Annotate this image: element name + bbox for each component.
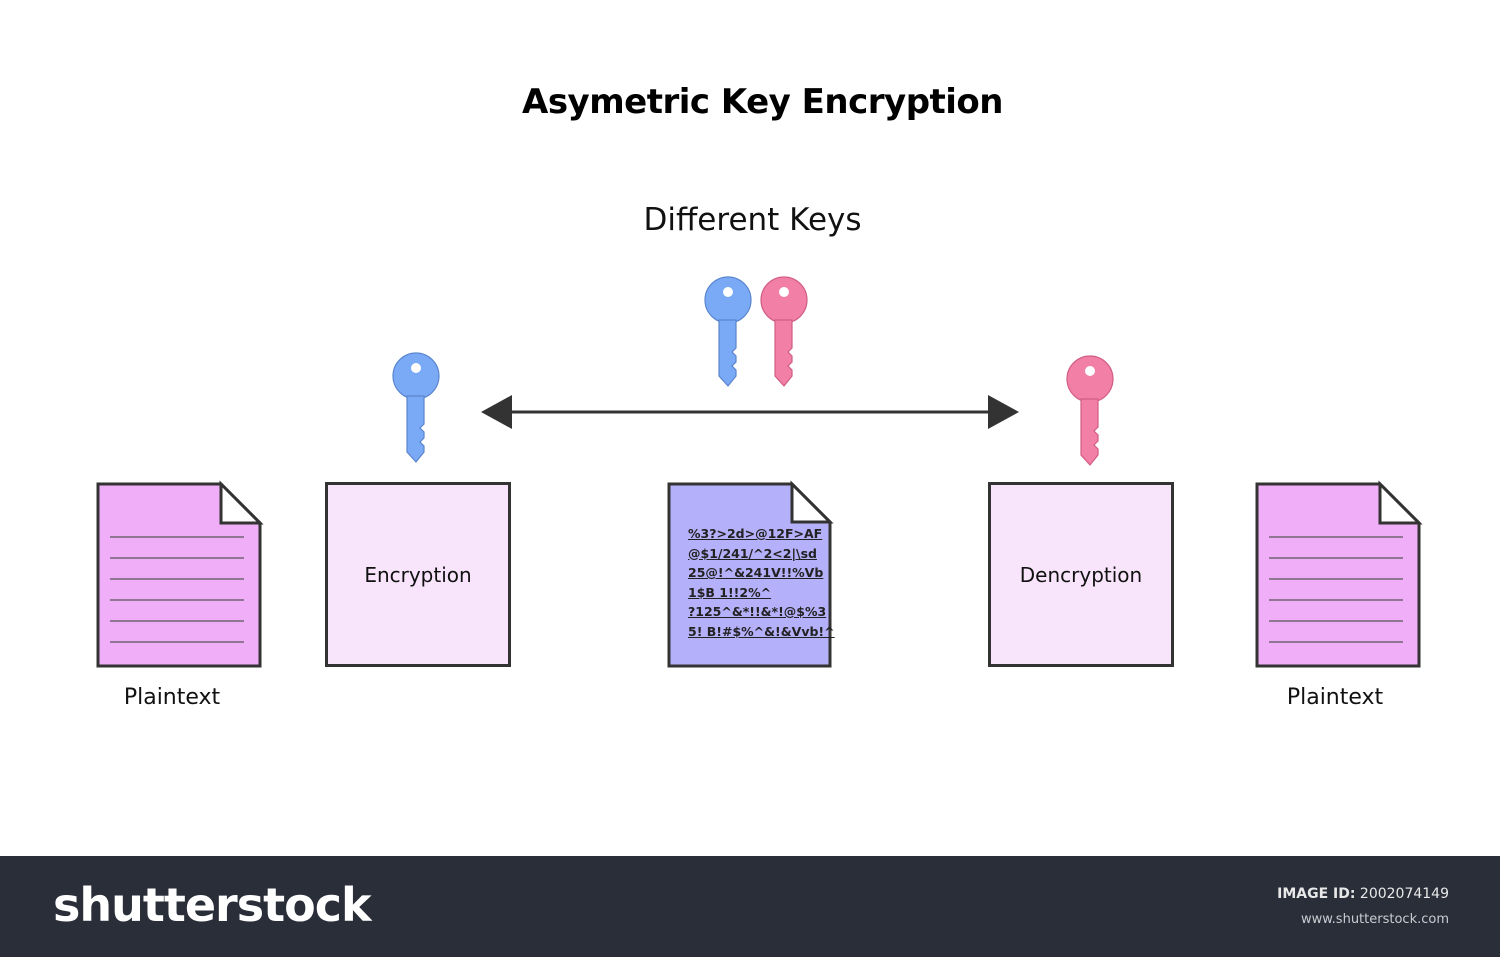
diagram-canvas: Asymetric Key Encryption Different Keys xyxy=(96,82,1423,710)
image-id-label: IMAGE ID: xyxy=(1277,886,1356,902)
plaintext-document-right xyxy=(1255,480,1423,668)
brand-logo: shutterstock xyxy=(53,878,372,932)
text-lines xyxy=(110,536,244,643)
ciphertext-line: 5! B!#$%^&!&Vvb!^ xyxy=(688,623,835,639)
image-id: IMAGE ID: 2002074149 xyxy=(1277,886,1449,902)
footer-bar: shutterstock IMAGE ID: 2002074149 www.sh… xyxy=(0,856,1500,957)
page-fold xyxy=(790,480,834,524)
encryption-label: Encryption xyxy=(364,562,472,587)
different-keys-label: Different Keys xyxy=(643,202,862,238)
page-fold xyxy=(1378,480,1423,525)
ciphertext-line: %3?>2d>@12F>AF xyxy=(688,526,823,541)
double-arrow xyxy=(481,395,1019,429)
ciphertext-line: @$1/241/^2<2|\sd xyxy=(688,545,817,561)
decryption-label: Dencryption xyxy=(1019,562,1143,587)
decryption-box: Dencryption xyxy=(988,482,1174,667)
pink-key-icon xyxy=(760,276,808,387)
ciphertext-line: 25@!^&241V!!%Vb xyxy=(688,565,824,580)
blue-key-icon xyxy=(392,352,440,463)
plaintext-label-left: Plaintext xyxy=(123,685,221,710)
ciphertext-document xyxy=(667,480,834,668)
ciphertext-text: %3?>2d>@12F>AF @$1/241/^2<2|\sd 25@!^&24… xyxy=(688,524,835,641)
pink-key-icon xyxy=(1066,355,1114,466)
ciphertext-line: 1$B 1!!2%^ xyxy=(688,584,772,600)
diagram-graphics xyxy=(96,276,1423,668)
diagram-title: Asymetric Key Encryption xyxy=(522,82,1004,122)
page-fold xyxy=(219,480,264,525)
encryption-box: Encryption xyxy=(325,482,511,667)
document-page xyxy=(667,482,832,668)
image-id-value: 2002074149 xyxy=(1359,886,1449,902)
plaintext-document-left xyxy=(96,480,264,668)
text-lines xyxy=(1269,536,1403,643)
site-url: www.shutterstock.com xyxy=(1300,912,1449,927)
ciphertext-line: ?125^&*!!&*!@$%3 xyxy=(688,604,827,619)
plaintext-label-right: Plaintext xyxy=(1286,685,1384,710)
blue-key-icon xyxy=(704,276,752,387)
